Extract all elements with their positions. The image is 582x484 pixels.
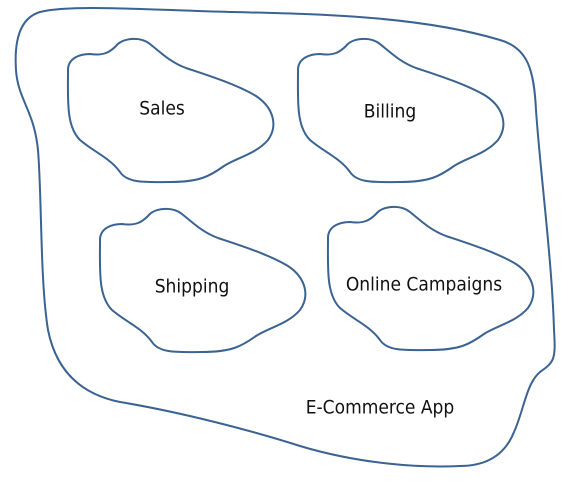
ecommerce-app-boundary: [14, 6, 556, 468]
online-campaigns-context-boundary: [326, 206, 535, 352]
shipping-label: Shipping: [155, 276, 230, 298]
online-campaigns-label: Online Campaigns: [346, 274, 502, 296]
billing-label: Billing: [364, 101, 416, 123]
shipping-context-boundary: [98, 208, 307, 354]
ecommerce-app-label: E-Commerce App: [306, 397, 455, 419]
sales-label: Sales: [139, 98, 185, 120]
sales-context-boundary: [66, 38, 275, 184]
billing-context-boundary: [296, 38, 505, 184]
